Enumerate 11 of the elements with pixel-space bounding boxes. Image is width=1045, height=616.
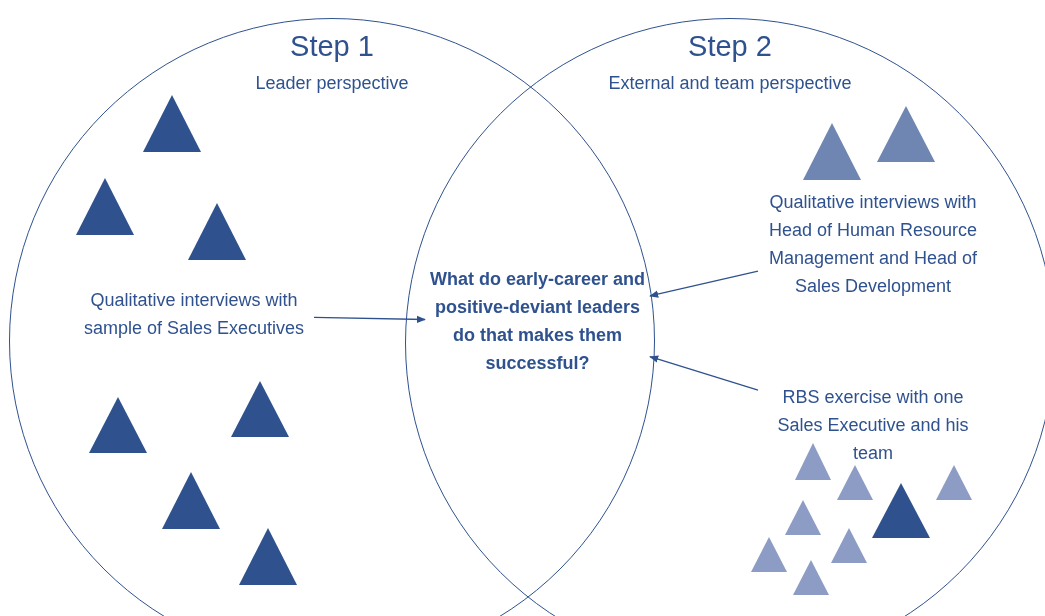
step-heading: Step 1 (290, 31, 374, 63)
step-heading: Step 2 (688, 31, 772, 63)
arrow (313, 315, 426, 323)
method-description: Qualitative interviews with Head of Human Resource Management and Head of Sales Development (758, 189, 988, 301)
research-question: What do early-career and positive-deviant leaders do that makes them successful? (425, 266, 650, 378)
arrow (649, 270, 759, 298)
step-subtitle: External and team perspective (608, 73, 852, 95)
method-description: Qualitative interviews with sample of Sales Executives (74, 287, 314, 343)
method-description: RBS exercise with one Sales Executive and his team (758, 384, 988, 468)
step-subtitle: Leader perspective (255, 73, 409, 95)
arrow (649, 355, 759, 391)
